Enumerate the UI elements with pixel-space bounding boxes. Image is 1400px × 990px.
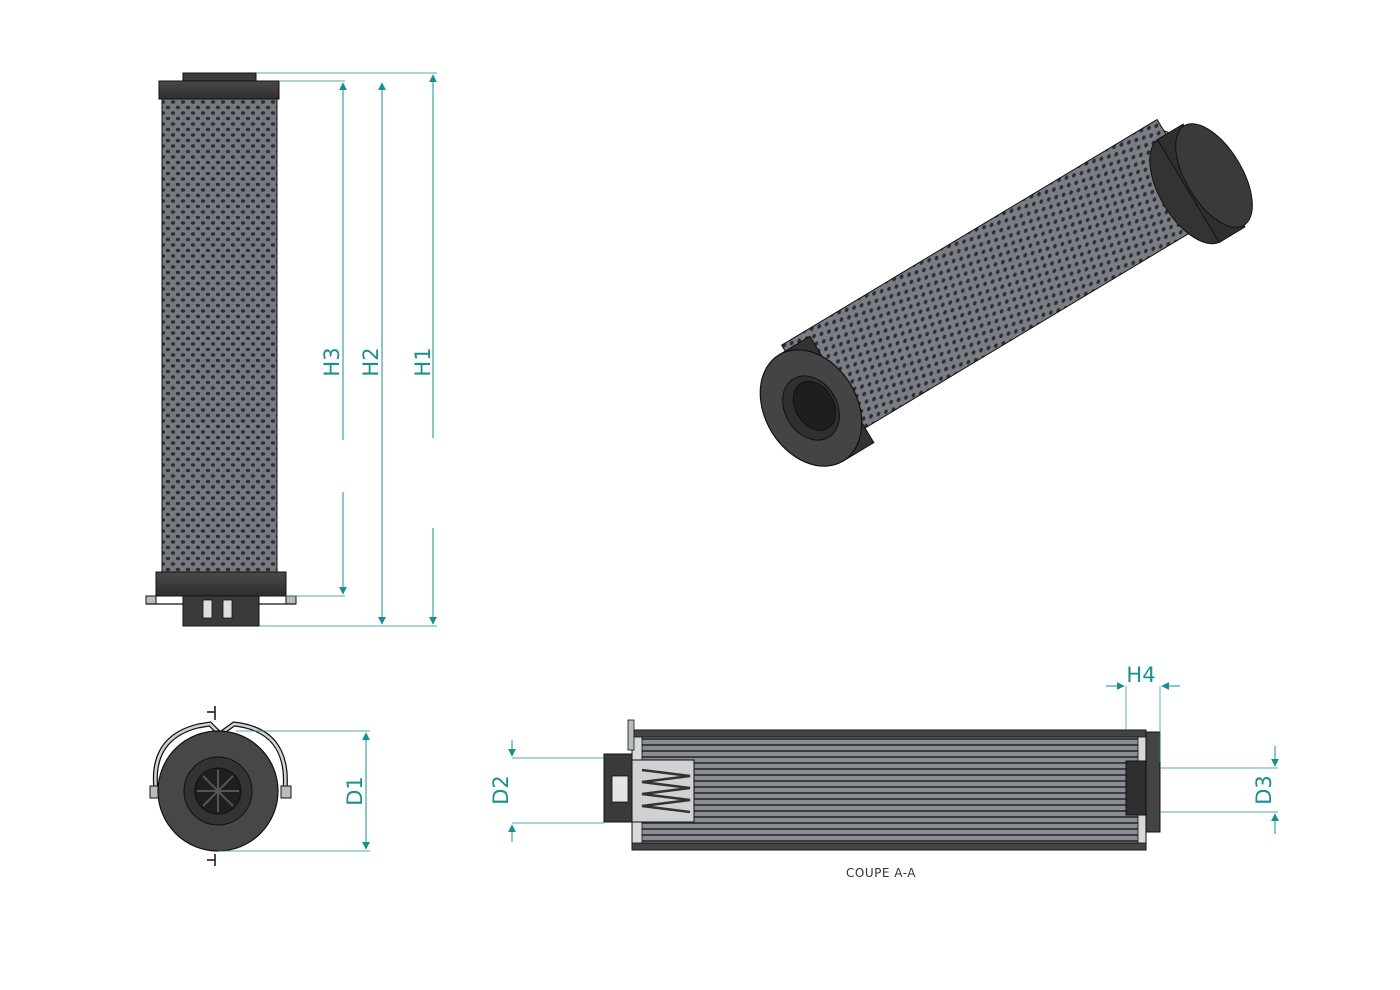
dimension-label-h2: H2 bbox=[359, 347, 383, 376]
dimension-label-h4: H4 bbox=[1126, 663, 1155, 687]
filter-element-end-view bbox=[149, 706, 292, 866]
dimension-label-d3: D3 bbox=[1252, 775, 1276, 805]
filter-element-front-view bbox=[145, 72, 297, 627]
filter-element-isometric-view bbox=[759, 118, 1253, 467]
end-view-dimensions: D1 bbox=[218, 730, 370, 852]
section-view-dimensions: H4 D2 D3 bbox=[489, 663, 1279, 842]
dimension-label-d1: D1 bbox=[343, 776, 367, 806]
dimension-label-d2: D2 bbox=[489, 775, 513, 805]
dimension-label-h1: H1 bbox=[411, 347, 435, 376]
section-caption: COUPE A-A bbox=[846, 866, 916, 880]
filter-element-section-view bbox=[603, 719, 1161, 851]
dimension-label-h3: H3 bbox=[320, 347, 344, 376]
front-view-dimensions: H3 H2 H1 bbox=[256, 72, 437, 627]
